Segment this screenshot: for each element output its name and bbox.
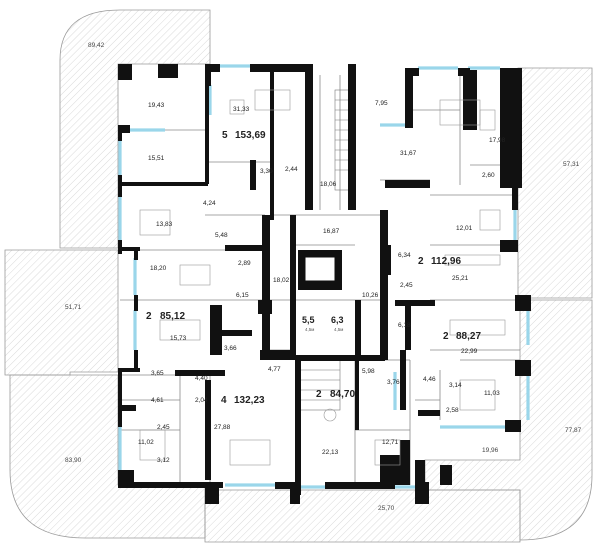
apartment-rooms-5: 4	[221, 395, 227, 406]
room-area: 5,48	[215, 232, 228, 239]
furniture	[139, 89, 506, 466]
terrace-label: 19,96	[482, 447, 499, 454]
apartment-area-2: 112,96	[431, 256, 462, 267]
room-area: 6,15	[236, 292, 249, 299]
terrace-label: 83,90	[65, 457, 82, 464]
room-area: 22,13	[322, 449, 339, 456]
room-area: 10,26	[362, 292, 379, 299]
room-area: 11,02	[138, 439, 154, 446]
apartment-area-4: 88,27	[456, 331, 482, 342]
apartment-rooms-4: 2	[443, 331, 449, 342]
room-area: 4,40	[195, 375, 208, 382]
room-area: 15,73	[170, 335, 187, 342]
room-area: 6,18	[398, 322, 411, 329]
room-area: 18,20	[150, 265, 167, 272]
terrace-label: 77,87	[565, 427, 582, 434]
room-area: 17,98	[489, 137, 506, 144]
apartment-area-3: 85,12	[160, 311, 186, 322]
room-area: 4,46	[423, 376, 436, 383]
apartment-area-6: 84,70	[330, 389, 356, 400]
room-area: 2,89	[238, 260, 251, 267]
room-area: 2,60	[482, 172, 495, 179]
room-area: 2,04	[195, 397, 208, 404]
room-area: 22,99	[461, 348, 478, 355]
apartment-rooms-3: 2	[146, 311, 152, 322]
terrace-sw	[9, 374, 206, 539]
room-area: 18,02	[273, 277, 290, 284]
room-area: 7,95	[375, 100, 388, 107]
room-area: 12,01	[456, 225, 473, 232]
room-area: 19,43	[148, 102, 165, 109]
terrace-label: 89,42	[88, 42, 105, 49]
lift-sub-1: 4,5м	[305, 327, 315, 332]
room-area: 2,45	[157, 424, 170, 431]
terrace-label: 57,31	[563, 161, 580, 168]
apartment-rooms-2: 2	[418, 256, 424, 267]
room-area: 15,51	[148, 155, 165, 162]
room-area: 27,88	[214, 424, 231, 431]
room-area: 31,67	[400, 150, 417, 157]
lift-area-2: 6,3	[331, 315, 344, 325]
room-area: 16,87	[323, 228, 340, 235]
lift-area-1: 5,5	[302, 315, 315, 325]
terrace-label: 25,70	[378, 505, 395, 512]
apartment-rooms-1: 5	[222, 130, 228, 141]
room-area: 3,14	[449, 382, 462, 389]
lift-sub-2: 4,5м	[334, 327, 344, 332]
room-area: 18,06	[320, 181, 337, 188]
room-area: 3,66	[224, 345, 237, 352]
room-area: 31,33	[233, 106, 250, 113]
apartment-rooms-6: 2	[316, 389, 322, 400]
room-area: 4,61	[151, 397, 164, 404]
room-area: 3,65	[151, 370, 164, 377]
room-area: 2,45	[400, 282, 413, 289]
room-area: 3,76	[387, 379, 400, 386]
room-area: 4,24	[203, 200, 216, 207]
room-area: 3,30	[260, 168, 273, 175]
room-area: 3,12	[157, 457, 170, 464]
room-area: 6,34	[398, 252, 411, 259]
terrace-se	[424, 299, 593, 541]
room-area: 2,44	[285, 166, 298, 173]
walls	[118, 64, 531, 504]
room-area: 12,71	[382, 439, 399, 446]
room-area: 11,03	[484, 390, 500, 397]
terraces	[4, 9, 593, 543]
room-area: 4,77	[268, 366, 281, 373]
terrace-e	[517, 67, 593, 299]
room-area: 2,58	[446, 407, 459, 414]
room-area: 5,98	[362, 368, 375, 375]
lift-shaft	[298, 250, 342, 290]
room-area: 13,83	[156, 221, 173, 228]
terrace-label: 51,71	[65, 304, 82, 311]
terrace-s	[204, 489, 521, 543]
apartment-area-1: 153,69	[235, 130, 266, 141]
terrace-w	[4, 249, 119, 376]
room-area: 25,21	[452, 275, 469, 282]
apartment-area-5: 132,23	[234, 395, 265, 406]
